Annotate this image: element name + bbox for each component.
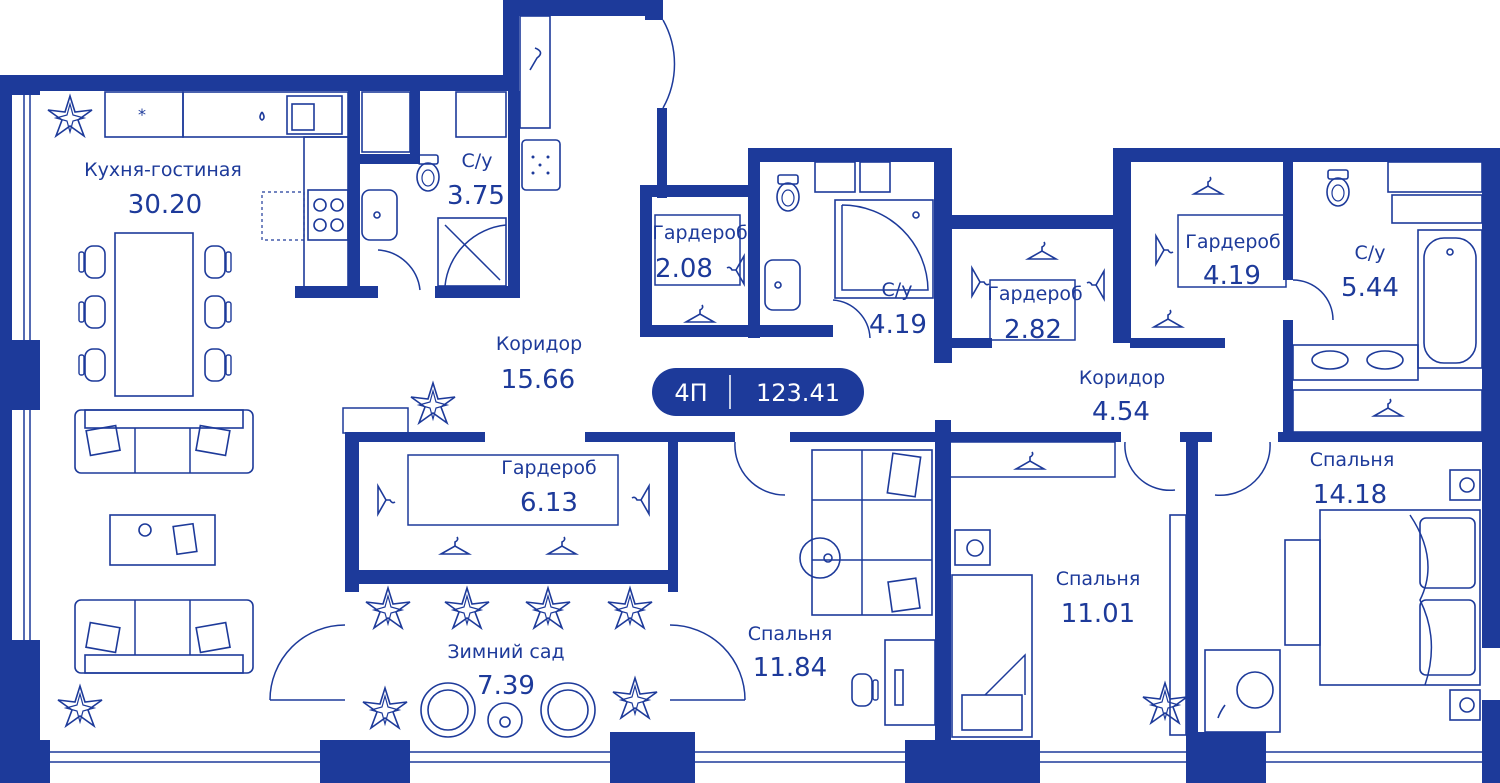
sofa-icon (74, 409, 254, 474)
svg-text:*: * (138, 105, 146, 124)
room-label-kitchen: Кухня-гостиная (84, 159, 242, 181)
room-label-bedroom2: Спальня (1056, 568, 1141, 590)
room-label-bedroom3: Спальня (1310, 449, 1395, 471)
room-area-corridor2: 4.54 (1092, 397, 1150, 427)
apartment-total-area: 123.41 (756, 379, 840, 407)
table-icon (109, 514, 216, 566)
bath-fixtures (764, 161, 934, 311)
room-label-bedroom1: Спальня (748, 623, 833, 645)
room-label-corridor2: Коридор (1079, 367, 1165, 389)
room-area-bedroom1: 11.84 (753, 653, 827, 683)
room-area-wardrobe1: 2.08 (655, 254, 713, 284)
room-label-wardrobe4: Гардероб (501, 457, 597, 479)
garden-furniture (420, 682, 596, 738)
sofa-icon (74, 599, 254, 674)
room-label-bath3: С/у (1355, 242, 1386, 264)
room-label-wardrobe2: Гардероб (987, 283, 1083, 305)
room-area-wardrobe2: 2.82 (1004, 315, 1062, 345)
room-area-garden: 7.39 (477, 671, 535, 701)
bed-icon (1204, 469, 1481, 733)
room-area-bath1: 3.75 (447, 181, 505, 211)
room-area-corridor1: 15.66 (501, 365, 575, 395)
plant-icon (47, 95, 1188, 729)
room-label-garden: Зимний сад (447, 641, 564, 663)
room-label-bath2: С/у (882, 279, 913, 301)
kitchen-furniture: * (78, 91, 349, 397)
doors (269, 19, 1334, 701)
apartment-badge: 4П 123.41 (652, 368, 864, 416)
apartment-type: 4П (674, 379, 707, 407)
bed-icon (799, 449, 936, 726)
room-labels: Кухня-гостиная 30.20 С/у 3.75 Гардероб 2… (84, 150, 1399, 701)
room-area-kitchen: 30.20 (128, 190, 202, 220)
room-label-wardrobe3: Гардероб (1185, 231, 1281, 253)
room-area-wardrobe3: 4.19 (1203, 261, 1261, 291)
windows (23, 95, 1482, 763)
room-area-wardrobe4: 6.13 (520, 488, 578, 518)
room-area-bedroom3: 14.18 (1313, 480, 1387, 510)
bath-fixtures (361, 15, 561, 287)
bath-fixtures (1292, 161, 1483, 433)
room-label-corridor1: Коридор (496, 333, 582, 355)
room-label-wardrobe1: Гардероб (652, 222, 748, 244)
room-label-bath1: С/у (462, 150, 493, 172)
room-area-bedroom2: 11.01 (1061, 599, 1135, 629)
room-area-bath3: 5.44 (1341, 273, 1399, 303)
room-area-bath2: 4.19 (869, 310, 927, 340)
bed-icon (951, 514, 1187, 738)
hanger-icon (342, 176, 1403, 555)
